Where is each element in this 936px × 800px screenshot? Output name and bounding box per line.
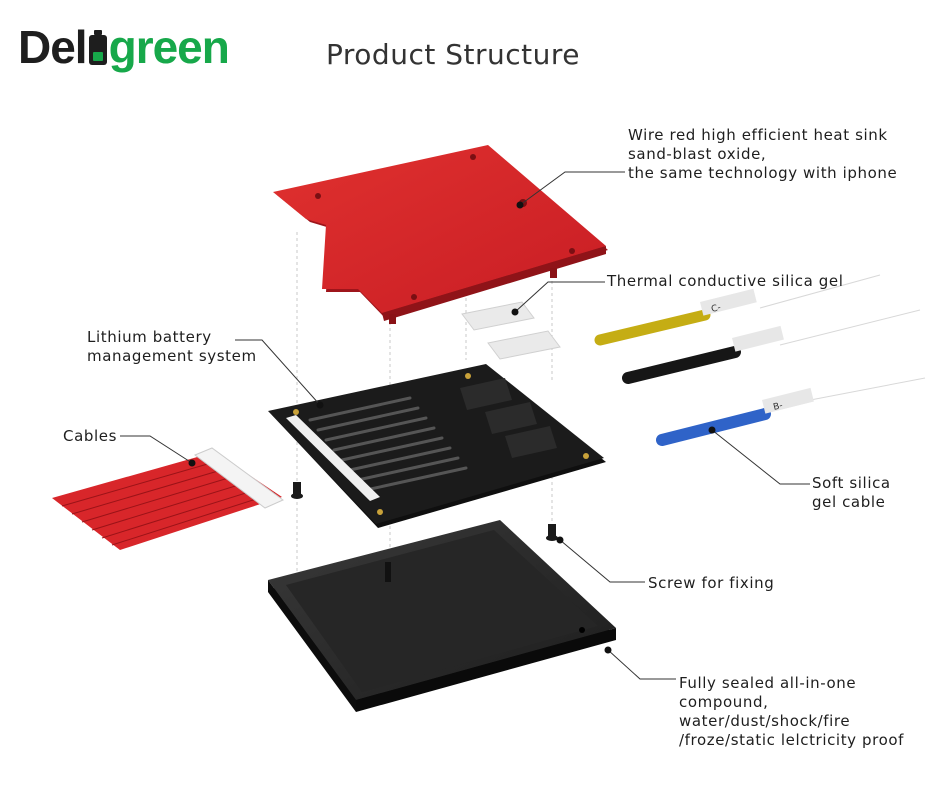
label-sealed-case: Fully sealed all-in-one compound, water/… bbox=[679, 674, 904, 750]
page-title: Product Structure bbox=[326, 38, 580, 71]
label-silica-gel: Thermal conductive silica gel bbox=[607, 272, 844, 290]
yellow-cable: C- bbox=[594, 274, 881, 346]
logo-text-dark: Del bbox=[18, 21, 88, 73]
label-bms-line2: management system bbox=[87, 347, 257, 365]
yellow-cable-tag: C- bbox=[710, 303, 722, 315]
callout-lines bbox=[120, 171, 810, 680]
label-soft-cable-line2: gel cable bbox=[812, 493, 886, 511]
thermal-silica-pads bbox=[461, 301, 561, 360]
blue-cable: B- bbox=[656, 377, 926, 446]
callout-dots bbox=[188, 201, 716, 654]
brand-logo: Del green bbox=[18, 21, 230, 73]
label-soft-cable: Soft silica gel cable bbox=[812, 474, 891, 512]
label-sealed-line4: /froze/static lelctricity proof bbox=[679, 731, 905, 749]
logo-text-green: green bbox=[108, 21, 230, 73]
sealed-case bbox=[268, 520, 616, 712]
label-heat-sink: Wire red high efficient heat sink sand-b… bbox=[628, 126, 897, 183]
black-cable bbox=[622, 309, 921, 384]
label-heat-sink-line1: Wire red high efficient heat sink bbox=[628, 126, 888, 144]
label-sealed-line1: Fully sealed all-in-one bbox=[679, 674, 857, 692]
flat-ribbon-cable bbox=[52, 447, 284, 550]
heat-sink-plate bbox=[273, 145, 608, 324]
blue-cable-tag: B- bbox=[772, 401, 784, 413]
label-screw: Screw for fixing bbox=[648, 574, 775, 592]
label-bms: Lithium battery management system bbox=[87, 328, 257, 366]
label-heat-sink-line3: the same technology with iphone bbox=[628, 164, 898, 182]
label-soft-cable-line1: Soft silica bbox=[812, 474, 891, 492]
label-sealed-line3: water/dust/shock/fire bbox=[679, 712, 851, 730]
label-cables: Cables bbox=[63, 427, 117, 445]
label-sealed-line2: compound, bbox=[679, 693, 769, 711]
fixing-screws bbox=[291, 482, 558, 541]
battery-icon bbox=[88, 30, 107, 65]
bms-pcb-board bbox=[268, 364, 606, 528]
label-heat-sink-line2: sand-blast oxide, bbox=[628, 145, 767, 163]
label-bms-line1: Lithium battery bbox=[87, 328, 212, 346]
